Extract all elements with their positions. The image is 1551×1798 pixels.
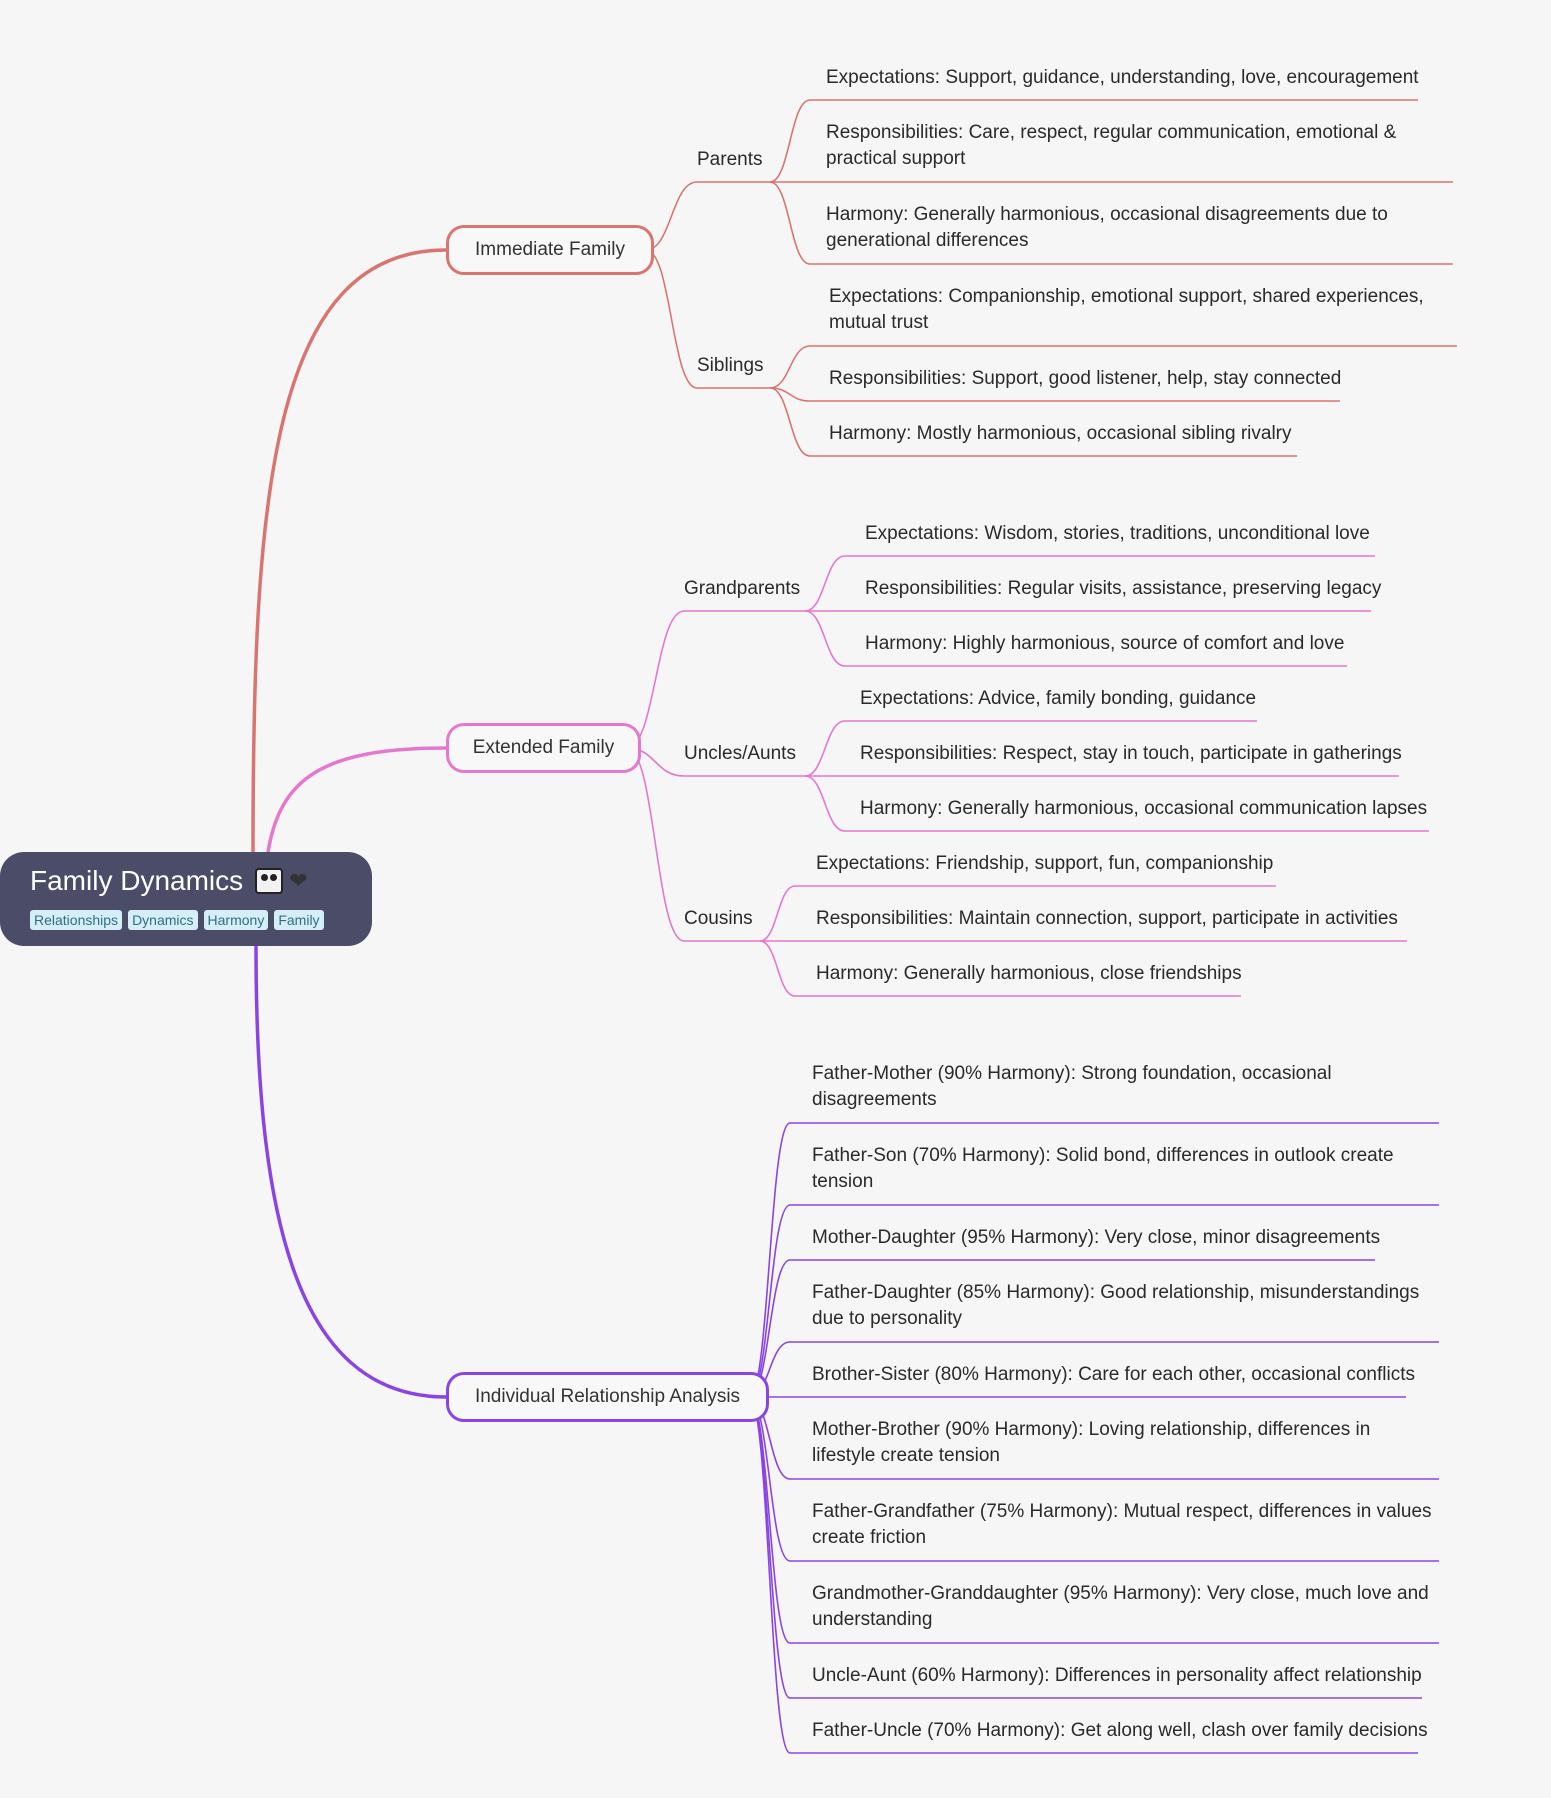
subnode-grandparents[interactable]: Grandparents	[684, 578, 801, 599]
branch-immediate-family[interactable]: Immediate Family	[446, 225, 654, 275]
tag[interactable]: Harmony	[203, 910, 269, 930]
leaf-grandparents-responsibilities[interactable]: Responsibilities: Regular visits, assist…	[865, 578, 1382, 599]
connector-grandparents-leaf	[804, 610, 846, 667]
branch-individual-relationship-analysis[interactable]: Individual Relationship Analysis	[446, 1372, 769, 1422]
leaf-relationship[interactable]: Father-Son (70% Harmony): Solid bond, di…	[812, 1145, 1394, 1192]
connector-cousins-leaf	[759, 940, 796, 997]
heart-icon: ❤	[289, 868, 308, 893]
connector-individual-leaf	[748, 1396, 791, 1644]
leaf-relationship[interactable]: Uncle-Aunt (60% Harmony): Differences in…	[812, 1665, 1422, 1686]
leaf-parents-responsibilities[interactable]: Responsibilities: Care, respect, regular…	[826, 122, 1397, 169]
leaf-grandparents-harmony[interactable]: Harmony: Highly harmonious, source of co…	[865, 633, 1345, 654]
leaf-siblings-expectations[interactable]: Expectations: Companionship, emotional s…	[829, 286, 1424, 333]
connector-siblings-leaf	[769, 387, 811, 457]
leaf-relationship[interactable]: Mother-Daughter (95% Harmony): Very clos…	[812, 1227, 1381, 1248]
leaf-cousins-harmony[interactable]: Harmony: Generally harmonious, close fri…	[816, 963, 1242, 984]
subnode-siblings[interactable]: Siblings	[697, 355, 764, 376]
leaf-siblings-responsibilities[interactable]: Responsibilities: Support, good listener…	[829, 368, 1342, 389]
leaf-uncles-aunts-harmony[interactable]: Harmony: Generally harmonious, occasiona…	[860, 798, 1428, 819]
tag[interactable]: Family	[274, 910, 324, 930]
leaf-uncles-aunts-responsibilities[interactable]: Responsibilities: Respect, stay in touch…	[860, 743, 1402, 764]
subnode-parents[interactable]: Parents	[697, 149, 763, 170]
leaf-relationship[interactable]: Mother-Brother (90% Harmony): Loving rel…	[812, 1419, 1371, 1466]
root-title: Family Dynamics	[30, 865, 244, 896]
connector-root-individual	[254, 945, 447, 1399]
leaf-grandparents-expectations[interactable]: Expectations: Wisdom, stories, tradition…	[865, 523, 1370, 544]
connector-grandparents-leaf	[804, 555, 846, 612]
leaf-relationship[interactable]: Father-Mother (90% Harmony): Strong foun…	[812, 1063, 1332, 1110]
connector-immediate-siblings	[645, 249, 698, 389]
subnode-uncles-aunts[interactable]: Uncles/Aunts	[684, 743, 796, 764]
root-node[interactable]: Family Dynamics ❤ Relationships Dynamics…	[0, 852, 372, 946]
tag[interactable]: Dynamics	[128, 910, 198, 930]
family-icon	[255, 868, 284, 894]
leaf-cousins-expectations[interactable]: Expectations: Friendship, support, fun, …	[816, 853, 1274, 874]
connector-uncles-leaf	[804, 775, 846, 832]
leaf-relationship[interactable]: Father-Uncle (70% Harmony): Get along we…	[812, 1720, 1428, 1741]
leaf-relationship[interactable]: Grandmother-Granddaughter (95% Harmony):…	[812, 1583, 1429, 1630]
tag-list: Relationships Dynamics Harmony Family	[30, 910, 372, 930]
leaf-relationship[interactable]: Father-Daughter (85% Harmony): Good rela…	[812, 1282, 1420, 1329]
connector-parents-leaf	[769, 99, 811, 183]
connector-parents-leaf	[769, 181, 811, 265]
connector-siblings-leaf	[769, 345, 811, 389]
leaf-uncles-aunts-expectations[interactable]: Expectations: Advice, family bonding, gu…	[860, 688, 1257, 709]
connector-individual-leaf	[748, 1122, 791, 1398]
connector-individual-leaf	[748, 1396, 791, 1699]
tag[interactable]: Relationships	[30, 910, 123, 930]
leaf-relationship[interactable]: Brother-Sister (80% Harmony): Care for e…	[812, 1364, 1415, 1385]
leaf-cousins-responsibilities[interactable]: Responsibilities: Maintain connection, s…	[816, 908, 1398, 929]
leaf-parents-harmony[interactable]: Harmony: Generally harmonious, occasiona…	[826, 204, 1388, 251]
connector-cousins-leaf	[759, 885, 796, 942]
leaf-relationship[interactable]: Father-Grandfather (75% Harmony): Mutual…	[812, 1501, 1432, 1548]
connector-uncles-leaf	[804, 720, 846, 777]
connector-extended-cousins	[626, 747, 685, 942]
connector-root-immediate	[251, 248, 447, 853]
subnode-cousins[interactable]: Cousins	[684, 908, 753, 929]
leaf-parents-expectations[interactable]: Expectations: Support, guidance, underst…	[826, 67, 1419, 88]
leaf-siblings-harmony[interactable]: Harmony: Mostly harmonious, occasional s…	[829, 423, 1292, 444]
branch-extended-family[interactable]: Extended Family	[446, 723, 641, 773]
connector-root-extended	[266, 746, 447, 853]
connector-individual-leaf	[748, 1396, 791, 1754]
